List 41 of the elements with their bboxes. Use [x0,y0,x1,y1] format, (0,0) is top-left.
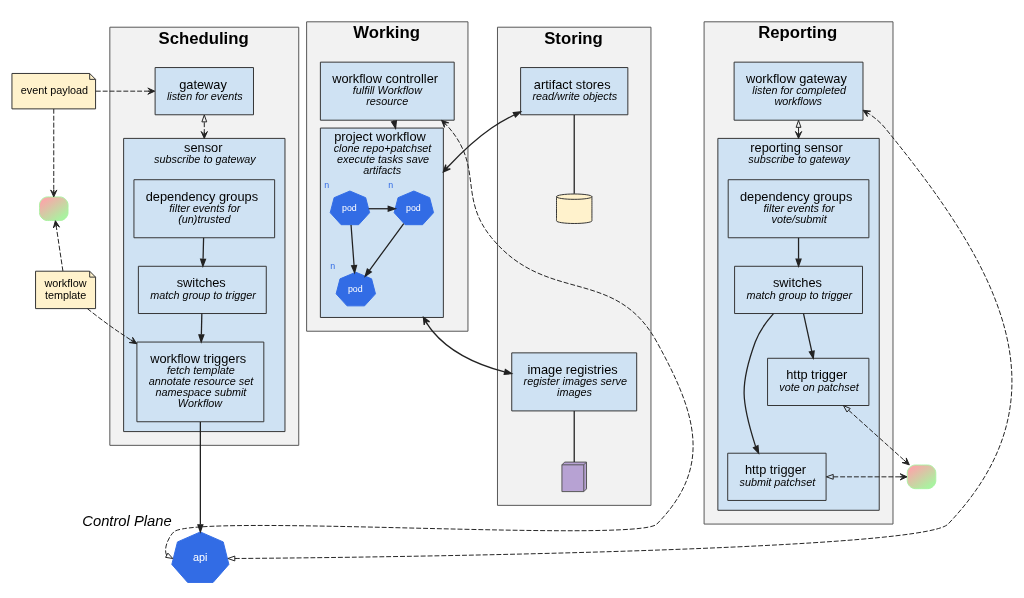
node-box: artifact stores read/write objects [520,66,629,115]
arrow [442,110,523,172]
node-label: Control Plane [82,512,172,529]
arrow [227,109,1012,561]
connector [573,409,575,463]
node-box: workflow triggers fetch template annotate resource set namespace submit Workflow [136,341,265,422]
node-picture [39,195,69,221]
connector [573,113,575,194]
node-label: n [324,179,330,190]
arrow [52,219,64,271]
arrow [199,236,207,268]
arrow [825,472,908,480]
node-box: http trigger vote on patchset [767,357,870,406]
node-box: gateway listen for events [154,66,254,115]
arrow [198,312,205,344]
arrow [165,119,694,559]
node-box: image registries register images serve images [511,351,638,411]
arrow [95,87,156,95]
arrow [364,222,405,278]
node-picture [906,464,937,489]
node-box: dependency groups filter events for vote/submit [727,178,870,238]
arrow [390,119,398,130]
arrow [422,316,514,375]
arrow [197,420,204,534]
node-label: n [388,179,394,190]
arrow [795,236,802,268]
arrow [87,307,138,344]
arrow [843,404,910,465]
node-box: dependency groups filter events for (un)trusted [133,178,276,238]
arrow [794,119,803,139]
node-box: http trigger submit patchset [727,452,827,501]
arrow [802,312,815,360]
arrow [350,223,358,275]
arrow [200,114,208,139]
arrow [50,108,58,197]
node-box: switches match group to trigger [734,265,863,314]
node-box: workflow gateway listen for completed workflows [733,61,864,121]
node-label: n [330,260,336,271]
node-box: switches match group to trigger [137,265,267,314]
arrow [743,312,775,455]
arrow [368,204,398,212]
